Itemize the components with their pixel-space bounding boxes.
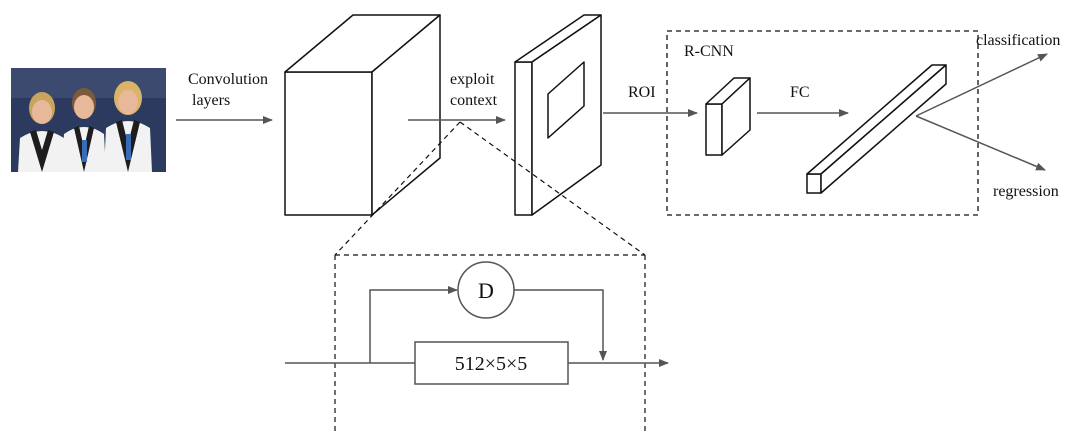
conv-block-512x5x5 <box>414 341 569 385</box>
dilation-label: D <box>478 278 494 303</box>
fc-label: FC <box>790 84 810 101</box>
regression-label: regression <box>993 183 1059 200</box>
rcnn-dashed-box <box>666 30 979 216</box>
arrow-to-classification <box>915 53 1048 117</box>
context-module-box <box>334 254 646 434</box>
zoom-line-right <box>459 121 646 256</box>
input-image <box>11 68 166 172</box>
dilation-to-merge <box>514 289 607 361</box>
conv-block-label: 512×5×5 <box>455 353 528 375</box>
roi-pooled-block <box>705 77 751 156</box>
conv-feature-block <box>284 14 441 216</box>
roi-label: ROI <box>628 84 656 101</box>
exploit-label-line1: exploit <box>450 71 495 88</box>
rcnn-label: R-CNN <box>684 43 734 60</box>
fc-layer-bar <box>806 64 947 194</box>
zoom-line-left <box>334 121 461 256</box>
convolution-label-line2: layers <box>192 92 230 109</box>
branch-to-dilation <box>369 286 458 363</box>
arrow-to-regression <box>915 115 1046 171</box>
exploit-label-line2: context <box>450 92 498 109</box>
feature-map-slab <box>514 14 602 216</box>
convolution-label-line1: Convolution <box>188 71 268 88</box>
classification-label: classification <box>976 32 1060 49</box>
